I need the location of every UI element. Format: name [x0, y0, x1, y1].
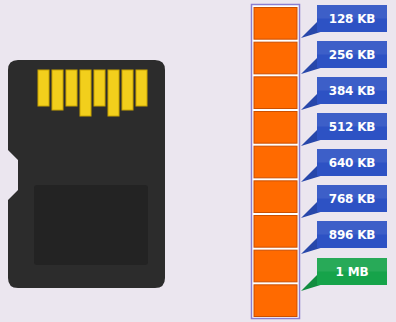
contact-pin — [94, 70, 105, 106]
tag-body — [317, 149, 387, 176]
tag-body — [317, 185, 387, 212]
tag-body — [317, 113, 387, 140]
size-tag: 384 KB — [317, 77, 387, 104]
contact-pin — [66, 70, 77, 106]
memory-cell — [254, 77, 297, 109]
size-tag: 1 MB — [317, 258, 387, 285]
contact-pin — [38, 70, 49, 106]
tag-body — [317, 77, 387, 104]
size-tag: 768 KB — [317, 185, 387, 212]
memory-cell — [254, 112, 297, 144]
contact-pin — [122, 70, 133, 110]
tag-body — [317, 41, 387, 68]
tag-body — [317, 258, 387, 285]
size-label: 896 KB — [329, 229, 375, 241]
size-label: 256 KB — [329, 49, 375, 61]
tag-body — [317, 5, 387, 32]
size-tag: 640 KB — [317, 149, 387, 176]
size-label: 1 MB — [336, 266, 369, 278]
memory-cell — [254, 250, 297, 282]
contact-pin — [52, 70, 63, 110]
memory-cell — [254, 181, 297, 213]
size-tag: 256 KB — [317, 41, 387, 68]
contact-pin — [80, 70, 91, 116]
tag-body — [317, 221, 387, 248]
size-tag: 512 KB — [317, 113, 387, 140]
memory-cell — [254, 8, 297, 40]
size-label: 384 KB — [329, 85, 375, 97]
memory-cell — [254, 42, 297, 74]
size-label: 512 KB — [329, 121, 375, 133]
memory-strip — [252, 5, 300, 319]
sd-card — [8, 60, 165, 288]
contact-pin — [136, 70, 147, 106]
memory-cell — [254, 216, 297, 248]
contact-pin — [108, 70, 119, 116]
memory-cell — [254, 146, 297, 178]
memory-cell — [254, 285, 297, 317]
size-label: 768 KB — [329, 193, 375, 205]
size-label: 128 KB — [329, 13, 375, 25]
size-tag: 128 KB — [317, 5, 387, 32]
size-tag: 896 KB — [317, 221, 387, 248]
size-label: 640 KB — [329, 157, 375, 169]
